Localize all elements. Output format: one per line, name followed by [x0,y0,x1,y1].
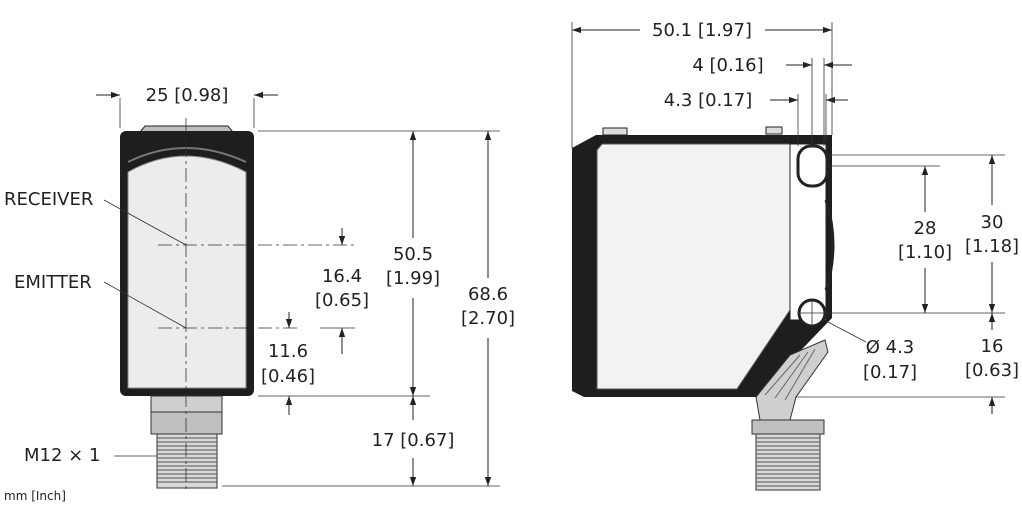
units-note: mm [Inch] [4,489,66,503]
dim-30-value: 30 [981,212,1004,233]
dim-68-6-value: 68.6 [468,284,508,305]
dim-11-6-value: 11.6 [268,341,308,362]
dim-68-6-inch: [2.70] [461,308,515,329]
dim-16-value: 16 [981,336,1004,357]
dim-50-5-inch: [1.99] [386,268,440,289]
dim-hole-value: Ø 4.3 [866,337,915,358]
dim-hole-inch: [0.17] [863,362,917,383]
dim-30-inch: [1.18] [965,236,1019,257]
dim-16-inch: [0.63] [965,360,1019,381]
side-connector-thread [751,419,825,491]
side-view: 50.1 [1.97] 4 [0.16] 4.3 [0.17] 28 [1.10… [571,20,1019,491]
dim-11-6-inch: [0.46] [261,366,315,387]
front-lens-window [127,155,247,389]
side-inner-face [596,143,791,390]
receiver-label: RECEIVER [4,189,93,210]
width-label: 25 [0.98] [146,85,229,106]
front-connector-neck [150,395,223,413]
front-view: 25 [0.98] RECEIVER EMITTER 16.4 [0.65] 1… [4,85,515,503]
emitter-label: EMITTER [14,272,92,293]
emitter-leader [103,281,187,329]
dim-16-4-value: 16.4 [322,266,362,287]
dim-4-label: 4 [0.16] [692,55,763,76]
front-connector-thread [156,433,218,489]
dim-50-5-value: 50.5 [393,244,433,265]
connector-label: M12 × 1 [24,445,100,466]
dim-28-inch: [1.10] [898,242,952,263]
dim-16-4-inch: [0.65] [315,290,369,311]
dim-50-1-label: 50.1 [1.97] [652,20,752,41]
hole-leader [827,321,867,343]
dim-4-3-label: 4.3 [0.17] [664,90,752,111]
dim-17-label: 17 [0.67] [372,430,455,451]
dim-28-value: 28 [914,218,937,239]
side-top-slot [796,144,829,188]
receiver-leader [103,199,187,246]
